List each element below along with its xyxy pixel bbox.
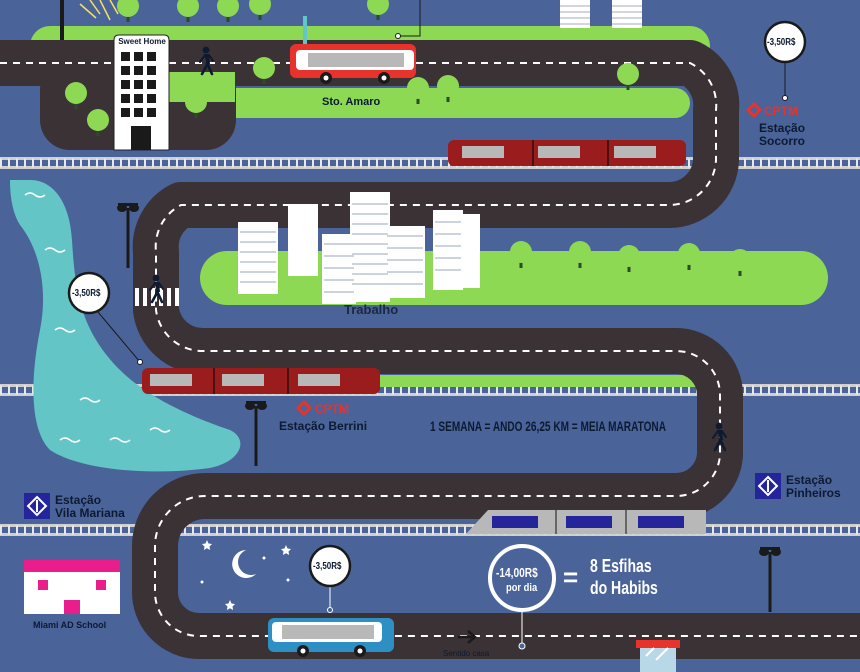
moon-icon — [232, 550, 256, 578]
bus-shelter — [636, 640, 680, 672]
sentido-casa-label: Sentido casa — [443, 649, 490, 658]
price-socorro: -3,50R$ — [767, 37, 796, 48]
school-label: Miami AD School — [33, 620, 107, 630]
station-berrini-label: Estação Berrini — [279, 419, 368, 433]
equals-sign: = — [563, 562, 579, 592]
station-pinheiros-line1: Estação — [786, 473, 833, 487]
sun-rays — [79, 0, 119, 21]
star-icons — [200, 540, 291, 610]
station-vila-mariana-line2: Vila Mariana — [55, 506, 125, 520]
metro-train — [466, 510, 706, 534]
station-socorro-line2: Socorro — [759, 134, 806, 148]
trabalho-label: Trabalho — [344, 302, 399, 317]
sto-amaro-label: Sto. Amaro — [322, 96, 381, 108]
pole-top-left — [60, 0, 64, 40]
bus-red — [290, 44, 416, 84]
station-pinheiros-line2: Pinheiros — [786, 486, 841, 500]
equivalent-line2: do Habibs — [590, 578, 658, 598]
summary-text: 1 SEMANA = ANDO 26,25 KM = MEIA MARATONA — [430, 418, 666, 434]
work-buildings — [238, 192, 480, 304]
sweet-home-label: Sweet Home — [118, 37, 166, 46]
train-red-top — [448, 140, 686, 166]
cptm-brand-berrini: CPTM — [315, 402, 349, 416]
price-daily-unit: por dia — [506, 582, 538, 594]
bus-stop-pole — [303, 16, 307, 44]
station-vila-mariana-line1: Estação — [55, 493, 102, 507]
bus-callout-line — [398, 0, 421, 37]
metro-logo-pinheiros — [755, 473, 781, 499]
metro-logo-vila-mariana — [24, 493, 50, 519]
price-left: -3,50R$ — [72, 288, 101, 299]
cptm-logo-berrini — [295, 399, 313, 417]
price-bus: -3,50R$ — [313, 561, 342, 572]
river-waves — [24, 192, 171, 443]
towers-top — [560, 0, 642, 28]
road-center-line — [0, 62, 860, 638]
arrow-right-icon — [458, 630, 477, 644]
bus-blue — [268, 618, 394, 657]
bus-callout-dot — [395, 33, 401, 39]
school-building — [24, 560, 120, 614]
price-badge-daily — [488, 544, 556, 650]
price-daily: -14,00R$ — [496, 565, 538, 580]
cptm-brand-socorro: CPTM — [764, 104, 798, 118]
price-badge-socorro — [763, 20, 807, 101]
price-badge-left — [67, 271, 143, 365]
train-red-middle — [142, 368, 380, 394]
sweet-home-building — [113, 34, 170, 151]
price-badge-bus — [308, 544, 352, 613]
equivalent-line1: 8 Esfihas — [590, 556, 652, 576]
cptm-logo-socorro — [745, 101, 763, 119]
river — [10, 180, 241, 472]
station-socorro-line1: Estação — [759, 121, 806, 135]
